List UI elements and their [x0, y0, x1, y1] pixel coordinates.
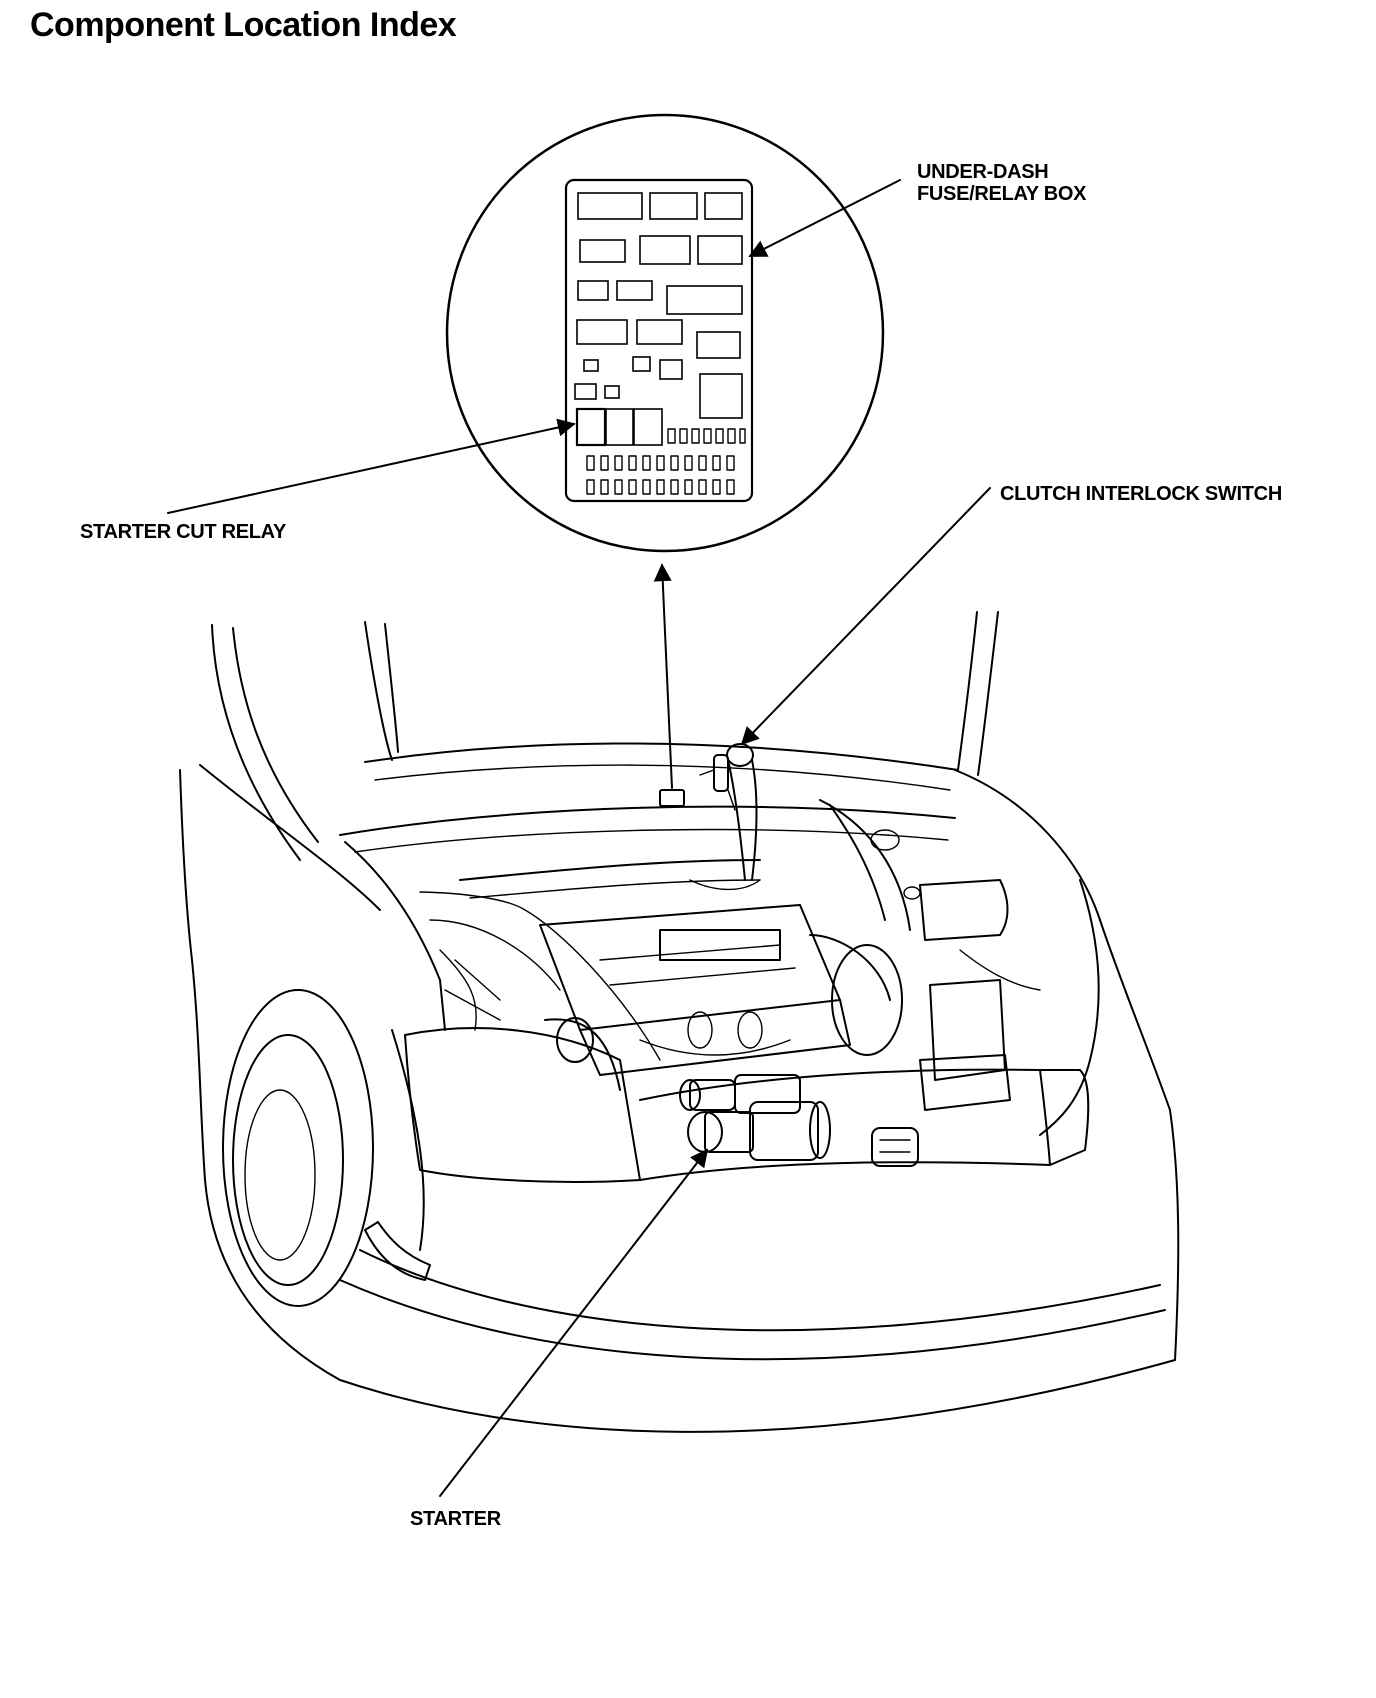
callout-labels: UNDER-DASH FUSE/RELAY BOX STARTER CUT RE…: [80, 161, 1282, 1530]
clutch-interlock-switch: [689, 743, 761, 891]
starter-cut-relay-slot: [575, 407, 607, 447]
leader-relay-location: [653, 563, 673, 789]
starter-cut-relay-location: [659, 789, 685, 807]
open-hood: [211, 611, 999, 861]
leader-starter: [439, 1148, 709, 1497]
leader-starter-cut-relay: [167, 418, 576, 514]
leader-lines: [167, 179, 991, 1497]
leader-clutch-switch: [740, 487, 991, 746]
mini-fuses: [586, 428, 746, 495]
starter-cut-relay-label: STARTER CUT RELAY: [80, 521, 287, 543]
front-fascia: [364, 1027, 1090, 1281]
car-illustration: [179, 611, 1180, 1433]
fuse-box-label-line-1: UNDER-DASH: [917, 161, 1048, 183]
engine-bay: [419, 799, 1041, 1111]
relay-slots: [574, 192, 743, 447]
starter-motor: [679, 1074, 831, 1161]
starter-label: STARTER: [410, 1508, 502, 1530]
front-wheel: [222, 989, 374, 1307]
leader-fuse-box: [748, 179, 901, 257]
car-body: [179, 764, 1180, 1433]
fuse-box-label-line-2: FUSE/RELAY BOX: [917, 183, 1087, 205]
page-title: Component Location Index: [30, 6, 457, 44]
clutch-interlock-switch-label: CLUTCH INTERLOCK SWITCH: [1000, 483, 1282, 505]
fuse-box-inset: [445, 113, 885, 553]
